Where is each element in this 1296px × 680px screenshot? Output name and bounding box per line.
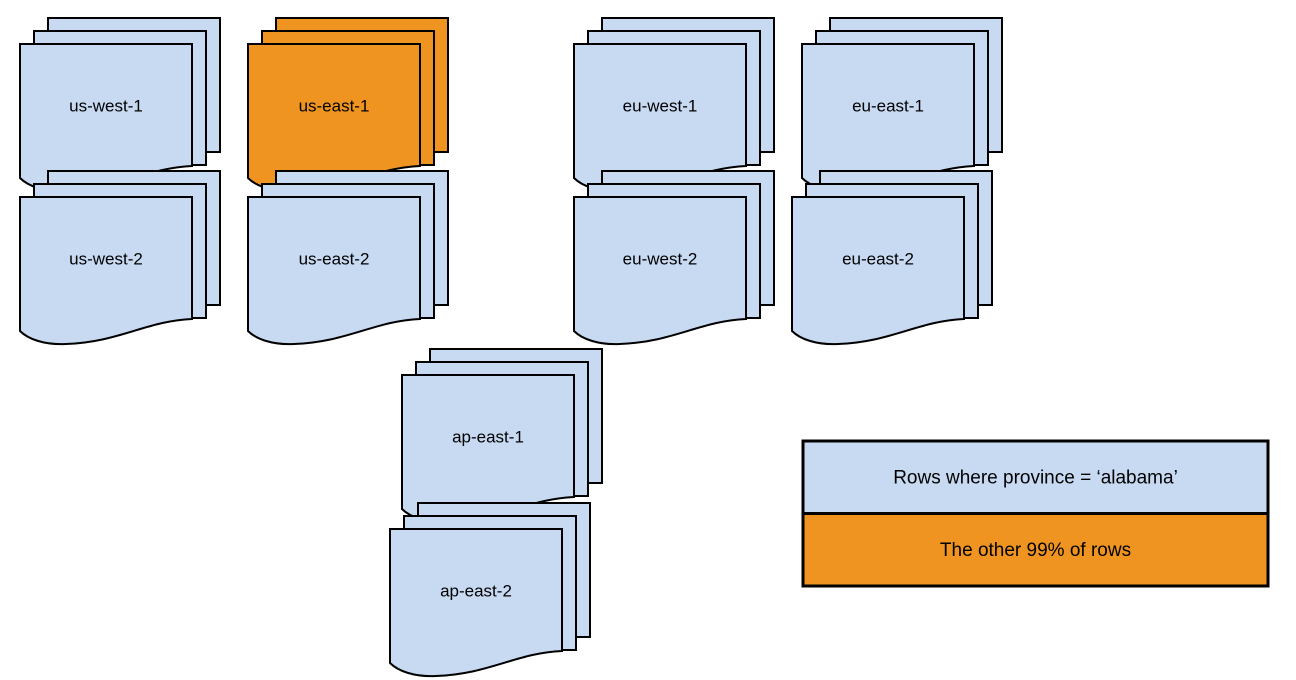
legend-label-legend-orange: The other 99% of rows bbox=[940, 540, 1131, 561]
stack-label-us-east-1: us-east-1 bbox=[299, 96, 370, 115]
document-stack-us-west-1[interactable]: us-west-1 bbox=[19, 17, 221, 193]
stack-label-eu-west-2: eu-west-2 bbox=[623, 249, 698, 268]
legend-swatch-blue bbox=[801, 439, 1270, 515]
document-sheet-front bbox=[19, 43, 193, 193]
document-stack-eu-east-1[interactable]: eu-east-1 bbox=[801, 17, 1003, 193]
document-sheet-front bbox=[389, 528, 563, 678]
stack-label-ap-east-2: ap-east-2 bbox=[440, 581, 512, 600]
document-stack-ap-east-1[interactable]: ap-east-1 bbox=[401, 348, 603, 524]
document-sheet-front bbox=[247, 196, 421, 346]
document-stack-us-west-2[interactable]: us-west-2 bbox=[19, 170, 221, 346]
stack-label-eu-west-1: eu-west-1 bbox=[623, 96, 698, 115]
stacks-layer: us-west-1 us-east-1 eu-west-1 eu-east-1 us-w… bbox=[19, 17, 1003, 678]
document-sheet-front bbox=[401, 374, 575, 524]
document-sheet-front bbox=[573, 43, 747, 193]
document-sheet-front bbox=[801, 43, 975, 193]
legend-row-legend-orange: The other 99% of rows bbox=[801, 512, 1270, 588]
document-sheet-front bbox=[19, 196, 193, 346]
stack-label-us-east-2: us-east-2 bbox=[299, 249, 370, 268]
legend-label-legend-blue: Rows where province = ‘alabama’ bbox=[893, 467, 1178, 488]
document-stack-us-east-2[interactable]: us-east-2 bbox=[247, 170, 449, 346]
document-stack-ap-east-2[interactable]: ap-east-2 bbox=[389, 502, 591, 678]
document-stack-eu-west-2[interactable]: eu-west-2 bbox=[573, 170, 775, 346]
document-sheet-front bbox=[247, 43, 421, 193]
legend-row-legend-blue: Rows where province = ‘alabama’ bbox=[801, 439, 1270, 515]
document-sheet-front bbox=[573, 196, 747, 346]
stack-label-eu-east-1: eu-east-1 bbox=[852, 96, 924, 115]
legend-swatch-orange bbox=[801, 512, 1270, 588]
document-stack-eu-east-2[interactable]: eu-east-2 bbox=[791, 170, 993, 346]
document-sheet-front bbox=[791, 196, 965, 346]
document-stack-eu-west-1[interactable]: eu-west-1 bbox=[573, 17, 775, 193]
document-stack-us-east-1[interactable]: us-east-1 bbox=[247, 17, 449, 193]
legend-layer: Rows where province = ‘alabama’ The other… bbox=[801, 439, 1270, 588]
stack-label-ap-east-1: ap-east-1 bbox=[452, 427, 524, 446]
stack-label-us-west-2: us-west-2 bbox=[69, 249, 143, 268]
stack-label-eu-east-2: eu-east-2 bbox=[842, 249, 914, 268]
stack-label-us-west-1: us-west-1 bbox=[69, 96, 143, 115]
